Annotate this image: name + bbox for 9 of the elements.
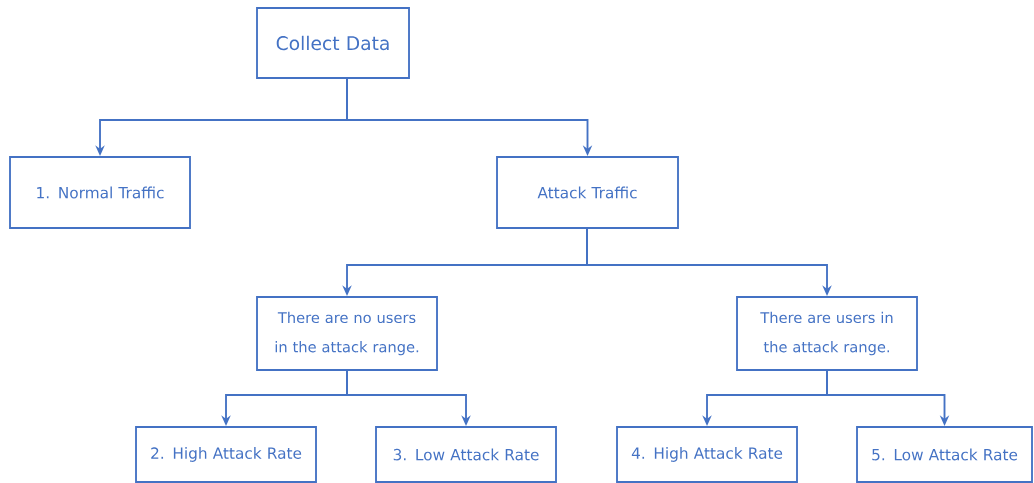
process-box: Attack Traffic	[496, 156, 679, 229]
process-box: There are users in the attack range.	[736, 296, 918, 371]
process-box: Collect Data	[256, 7, 410, 79]
process-box: 5. Low Attack Rate	[856, 426, 1033, 483]
process-box: 2. High Attack Rate	[135, 426, 317, 483]
process-box: There are no users in the attack range.	[256, 296, 438, 371]
process-box: 3. Low Attack Rate	[375, 426, 557, 483]
process-box: 1. Normal Traffic	[9, 156, 191, 229]
process-box: 4. High Attack Rate	[616, 426, 798, 483]
